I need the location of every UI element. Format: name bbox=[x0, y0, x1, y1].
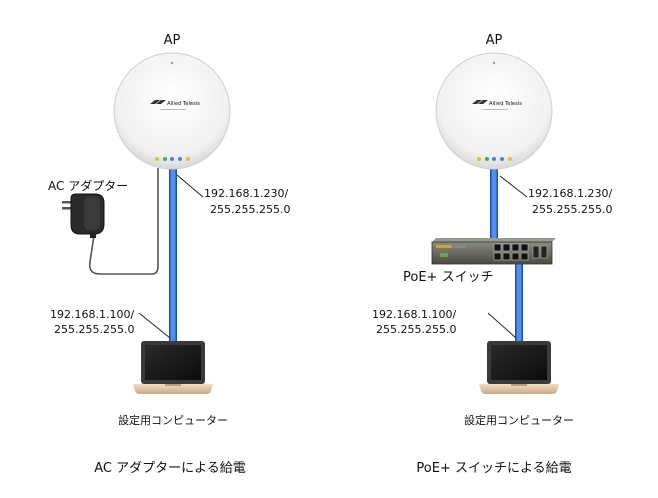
right-pc-ip: 192.168.1.100/ bbox=[372, 308, 456, 321]
right-laptop-icon bbox=[479, 341, 559, 394]
status-led-row bbox=[155, 157, 190, 161]
status-led-row bbox=[477, 157, 512, 161]
left-pc-ip-leader bbox=[138, 312, 171, 339]
left-caption: AC アダプターによる給電 bbox=[94, 461, 245, 476]
right-ap-ip-leader bbox=[499, 175, 528, 198]
ac-adapter-icon bbox=[62, 193, 105, 238]
left-access-point: Allied Telesis bbox=[113, 52, 231, 170]
right-pc-ip-leader bbox=[487, 312, 517, 339]
right-ap-ip: 192.168.1.230/ bbox=[528, 187, 612, 200]
allied-telesis-logo: Allied Telesis bbox=[472, 100, 522, 110]
left-laptop-icon bbox=[133, 341, 213, 394]
left-pc-ip: 192.168.1.100/ bbox=[50, 308, 134, 321]
left-ap-ip-leader bbox=[176, 174, 204, 198]
right-pc-label: 設定用コンピューター bbox=[464, 413, 574, 427]
right-switch-label: PoE+ スイッチ bbox=[403, 270, 494, 285]
right-ap-label: AP bbox=[486, 33, 503, 48]
right-pc-mask: 255.255.255.0 bbox=[376, 323, 456, 336]
left-scenario: AP Allied Telesis 192.168.1.230/ 255.255… bbox=[48, 33, 290, 476]
ethernet-cable-left bbox=[169, 166, 177, 342]
right-brand: Allied Telesis bbox=[489, 101, 522, 107]
right-caption: PoE+ スイッチによる給電 bbox=[416, 461, 571, 476]
ethernet-cable-right-upper bbox=[490, 166, 498, 238]
right-ap-mask: 255.255.255.0 bbox=[532, 203, 612, 216]
right-scenario: AP Allied Telesis 192.168.1.230/ 255.255… bbox=[372, 33, 612, 476]
allied-telesis-logo: Allied Telesis bbox=[150, 100, 200, 110]
left-adapter-label: AC アダプター bbox=[48, 178, 128, 193]
right-access-point: Allied Telesis bbox=[435, 52, 553, 170]
power-cable-left bbox=[88, 168, 159, 275]
left-brand: Allied Telesis bbox=[167, 101, 200, 107]
left-ap-mask: 255.255.255.0 bbox=[210, 203, 290, 216]
left-pc-label: 設定用コンピューター bbox=[118, 413, 228, 427]
switch-ports bbox=[493, 243, 548, 261]
left-ap-ip: 192.168.1.230/ bbox=[204, 187, 288, 200]
poe-switch-icon bbox=[431, 238, 556, 265]
left-ap-label: AP bbox=[164, 33, 181, 48]
left-pc-mask: 255.255.255.0 bbox=[54, 323, 134, 336]
ethernet-cable-right-lower bbox=[515, 262, 523, 342]
